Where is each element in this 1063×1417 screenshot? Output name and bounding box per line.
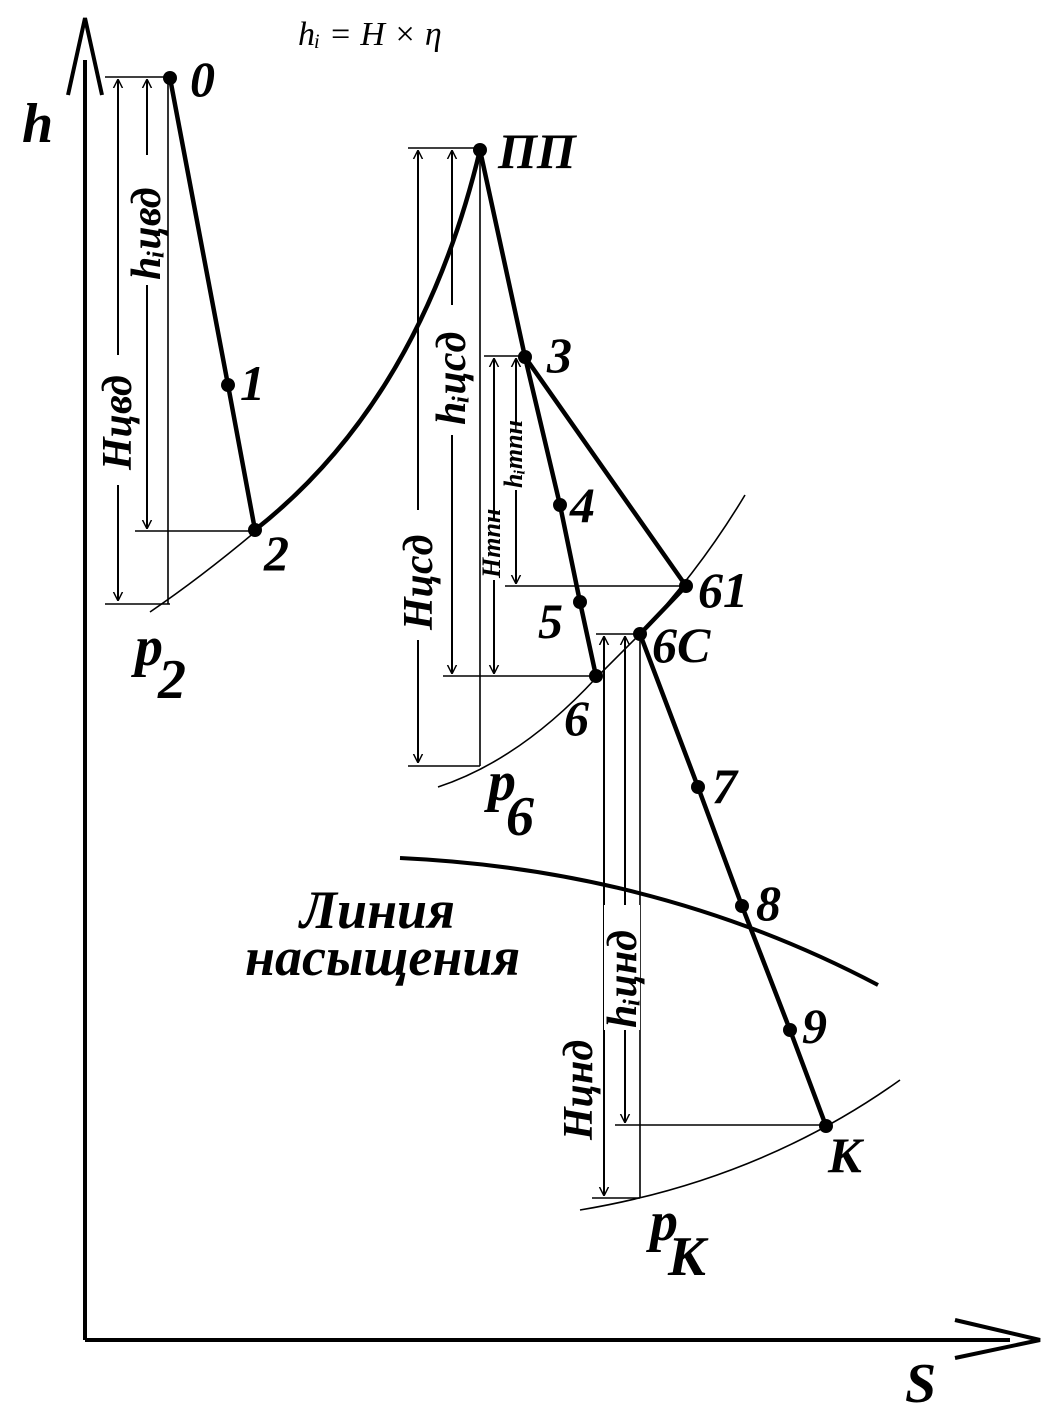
label-hi-cvd: hᵢцвд — [124, 187, 170, 280]
reheat-curve — [253, 149, 483, 532]
point-61 — [679, 579, 693, 593]
label-point-6: 6 — [564, 690, 589, 746]
axes: h S — [22, 17, 1041, 1415]
label-H-csd: Hцсд — [396, 534, 442, 631]
isobar-p2 — [149, 531, 256, 613]
isobar-pk — [579, 1079, 901, 1211]
label-H-cvd: Hцвд — [95, 375, 141, 471]
point-2 — [248, 523, 262, 537]
point-0 — [163, 71, 177, 85]
label-H-tpn: Hтпн — [477, 509, 506, 579]
line-61-6c — [638, 584, 688, 636]
label-point-k: К — [827, 1127, 865, 1183]
point-pp — [473, 143, 487, 157]
y-axis-label: h — [22, 93, 53, 155]
label-point-9: 9 — [802, 998, 827, 1054]
point-6c — [633, 627, 647, 641]
x-axis-arrow — [954, 1318, 1041, 1360]
point-8 — [735, 899, 749, 913]
formula: hᵢ = H × η — [298, 16, 442, 53]
saturation-line — [399, 856, 879, 987]
point-k — [819, 1119, 833, 1133]
isobars — [149, 494, 901, 1211]
dimension-labels: Hцвд hᵢцвд Hцсд hᵢцсд Hтпн hᵢтпн Hцнд hᵢ… — [95, 155, 646, 1145]
point-labels: 0 1 2 ПП 3 4 5 6 61 6С 7 8 9 К — [190, 51, 865, 1183]
saturation-label-line2: насыщения — [245, 927, 520, 987]
process-feedpump-turbine — [523, 355, 688, 588]
process-lpc — [637, 633, 829, 1127]
y-axis-arrow — [66, 17, 104, 96]
process-hpc — [167, 77, 258, 531]
label-point-4: 4 — [569, 477, 595, 533]
label-point-5: 5 — [538, 593, 563, 649]
x-axis-label: S — [905, 1353, 936, 1415]
point-3 — [518, 350, 532, 364]
label-point-8: 8 — [756, 875, 781, 931]
point-5 — [573, 595, 587, 609]
point-4 — [553, 498, 567, 512]
label-point-0: 0 — [190, 51, 215, 107]
label-point-1: 1 — [240, 355, 265, 411]
label-point-3: 3 — [546, 327, 572, 383]
state-points — [163, 71, 833, 1133]
label-hi-tpn: hᵢтпн — [499, 420, 528, 488]
point-9 — [783, 1023, 797, 1037]
saturation-label: Линия насыщения — [245, 880, 520, 987]
label-point-2: 2 — [263, 525, 289, 581]
reference-lines — [105, 76, 826, 1199]
label-point-7: 7 — [712, 758, 739, 814]
saturation-label-line1: Линия — [298, 880, 455, 940]
point-6 — [589, 669, 603, 683]
label-hi-cnd: hᵢцнд — [600, 930, 646, 1028]
label-point-6c: 6С — [652, 617, 711, 673]
label-H-cnd: Hцнд — [556, 1040, 602, 1141]
point-7 — [691, 780, 705, 794]
label-hi-csd: hᵢцсд — [429, 332, 475, 425]
label-point-pp: ПП — [497, 123, 578, 179]
point-1 — [221, 378, 235, 392]
label-point-61: 61 — [698, 562, 748, 618]
